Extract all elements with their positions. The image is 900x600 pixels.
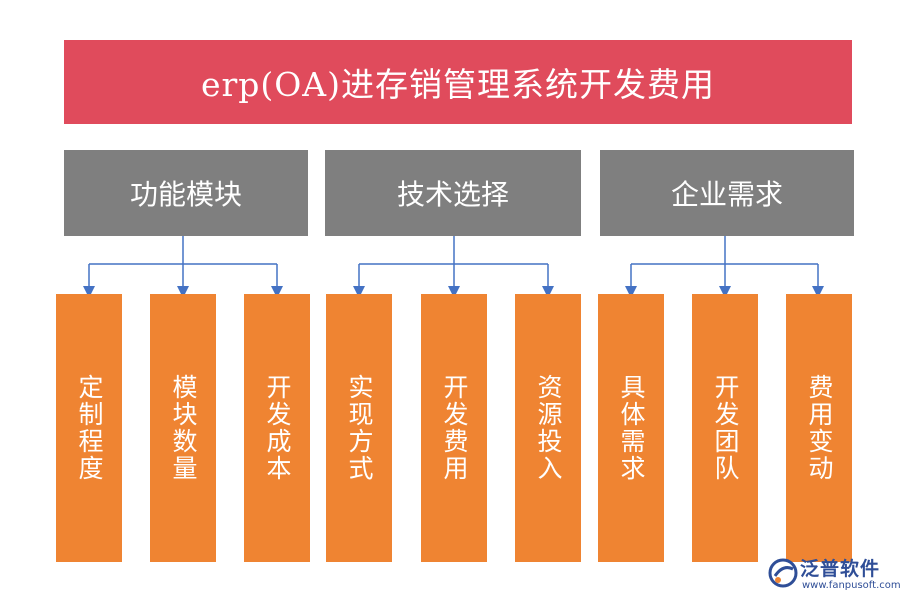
watermark-url: www.fanpusoft.com bbox=[802, 580, 900, 591]
leaf-module-count: 模块数量 bbox=[150, 294, 216, 562]
category-business-needs: 企业需求 bbox=[600, 150, 854, 236]
leaf-resource-investment: 资源投入 bbox=[515, 294, 581, 562]
leaf-specific-requirements: 具体需求 bbox=[598, 294, 664, 562]
leaf-development-cost: 开发成本 bbox=[244, 294, 310, 562]
leaf-customization-degree: 定制程度 bbox=[56, 294, 122, 562]
leaf-cost-changes: 费用变动 bbox=[786, 294, 852, 562]
diagram-title: erp(OA)进存销管理系统开发费用 bbox=[64, 40, 852, 124]
watermark-brand: 泛普软件 bbox=[800, 558, 881, 580]
category-technology-choice: 技术选择 bbox=[325, 150, 581, 236]
category-function-module: 功能模块 bbox=[64, 150, 308, 236]
leaf-implementation-method: 实现方式 bbox=[326, 294, 392, 562]
leaf-development-team: 开发团队 bbox=[692, 294, 758, 562]
watermark: 泛普软件 www.fanpusoft.com bbox=[766, 554, 900, 596]
brand-logo-icon bbox=[768, 558, 798, 588]
leaf-development-expense: 开发费用 bbox=[421, 294, 487, 562]
